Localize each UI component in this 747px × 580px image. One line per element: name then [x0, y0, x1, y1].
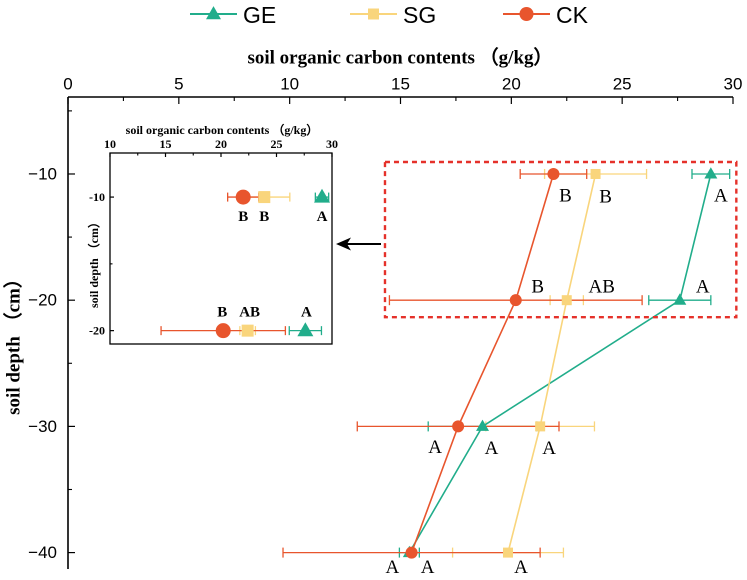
significance-letter-sg-depth-40: A — [514, 557, 528, 578]
x-tick-label: 20 — [502, 75, 521, 94]
marker-sg-depth-40 — [503, 547, 514, 558]
inset-y-tick-label: -10 — [89, 190, 105, 204]
legend-circle-marker — [519, 7, 534, 21]
x-tick-label: 25 — [613, 75, 632, 94]
marker-ck-depth-40 — [405, 546, 418, 559]
y-tick-label: −20 — [28, 291, 57, 310]
inset-region-highlight-box — [383, 160, 738, 319]
marker-ge-depth-30 — [476, 419, 490, 431]
marker-ck-depth-20 — [509, 294, 522, 307]
inset-significance-letter-ge-depth-20: A — [301, 305, 312, 321]
legend-item-sg: SG — [350, 2, 436, 28]
inset-plot-frame — [109, 152, 333, 345]
marker-ge-depth-10 — [704, 167, 718, 179]
legend: GE SG CK — [190, 2, 589, 28]
inset-marker-ge-depth-20 — [297, 322, 314, 337]
series-line-sg — [507, 173, 597, 553]
inset-significance-letter-sg-depth-10: B — [259, 209, 269, 225]
inset-x-tick-label: 25 — [271, 137, 283, 151]
x-tick-label: 30 — [724, 75, 743, 94]
significance-letter-ck-depth-20: B — [531, 277, 544, 298]
inset-significance-letter-ck-depth-10: B — [238, 209, 248, 225]
inset-x-tick-label: 15 — [160, 137, 172, 151]
legend-label: CK — [556, 2, 589, 28]
inset-x-tick-label: 30 — [326, 137, 338, 151]
y-tick-label: −40 — [28, 543, 57, 562]
marker-sg-depth-10 — [590, 168, 601, 179]
x-tick-label: 15 — [391, 75, 410, 94]
legend-item-ge: GE — [190, 2, 276, 28]
y-tick-label: −10 — [28, 164, 57, 183]
inset-marker-ge-depth-10 — [314, 188, 331, 203]
marker-sg-depth-30 — [535, 421, 546, 432]
significance-letter-ge-depth-30: A — [485, 438, 499, 459]
significance-letter-ck-depth-30: A — [428, 437, 442, 458]
inset-x-tick-label: 20 — [215, 137, 227, 151]
y-tick-label: −30 — [28, 417, 57, 436]
x-tick-label: 0 — [63, 75, 72, 94]
left-arrow-icon — [336, 237, 381, 251]
inset-x-tick-label: 10 — [104, 137, 116, 151]
significance-letter-ge-depth-10: A — [714, 185, 728, 206]
inset-marker-ck-depth-20 — [215, 323, 231, 339]
x-tick-label: 5 — [174, 75, 183, 94]
legend-label: SG — [403, 2, 436, 28]
inset-marker-sg-depth-20 — [241, 324, 254, 337]
inset-x-axis-title: soil organic carbon contents （g/kg） — [126, 122, 319, 137]
legend-triangle-marker — [206, 6, 221, 20]
inset-significance-letter-sg-depth-20: AB — [239, 305, 260, 321]
significance-letter-ge-depth-40: A — [385, 557, 399, 578]
inset-y-axis-title: soil depth （cm） — [86, 216, 101, 308]
significance-letter-ck-depth-40: A — [421, 557, 435, 578]
marker-ck-depth-30 — [452, 420, 465, 433]
legend-square-marker — [368, 8, 379, 20]
significance-letter-ck-depth-10: B — [559, 185, 572, 206]
significance-letter-ge-depth-20: A — [696, 277, 710, 298]
inset-marker-ck-depth-10 — [235, 189, 251, 205]
arrow-head — [336, 237, 351, 251]
x-tick-label: 10 — [280, 75, 299, 94]
inset-marker-sg-depth-10 — [258, 191, 271, 204]
marker-ck-depth-10 — [547, 167, 560, 180]
y-axis-title: soil depth （cm） — [2, 269, 25, 415]
legend-item-ck: CK — [503, 2, 589, 28]
series-line-ge — [408, 173, 712, 553]
x-axis-title: soil organic carbon contents （g/kg） — [247, 46, 552, 69]
significance-letter-sg-depth-10: B — [599, 186, 612, 207]
inset-y-tick-label: -20 — [89, 324, 105, 338]
legend-label: GE — [243, 2, 276, 28]
inset-chart: soil organic carbon contents （g/kg） soil… — [86, 122, 338, 345]
marker-sg-depth-20 — [561, 295, 572, 306]
significance-letter-sg-depth-20: AB — [589, 277, 615, 298]
inset-significance-letter-ge-depth-10: A — [317, 209, 328, 225]
inset-significance-letter-ck-depth-20: B — [217, 305, 227, 321]
marker-ge-depth-20 — [673, 293, 687, 305]
significance-letter-sg-depth-30: A — [542, 438, 556, 459]
series-line-ck — [410, 173, 555, 553]
